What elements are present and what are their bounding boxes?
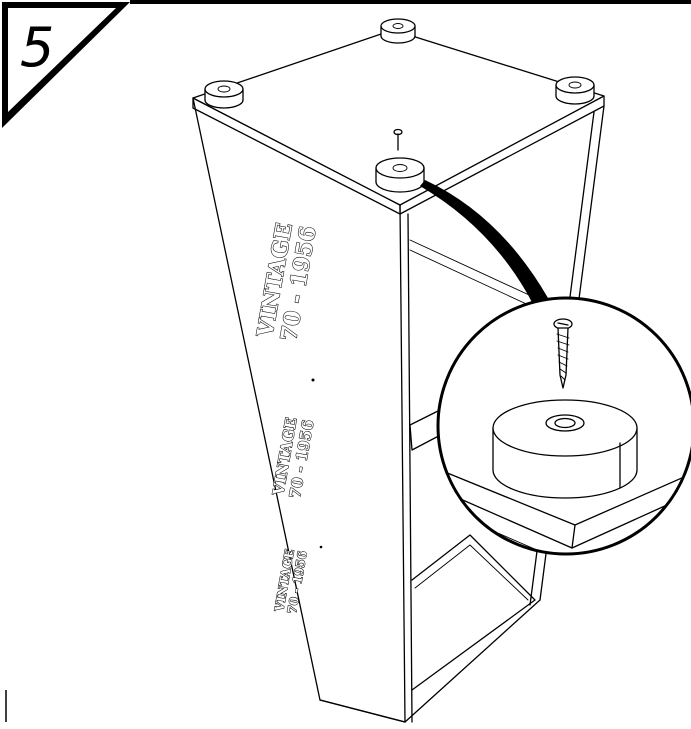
callout-leader xyxy=(420,180,548,306)
screw-icon xyxy=(393,128,403,151)
step-number: 5 xyxy=(20,16,54,79)
magnifier-detail-icon xyxy=(436,296,691,556)
step-badge: 5 xyxy=(2,0,691,128)
foot-pad-icon xyxy=(204,18,595,193)
cabinet xyxy=(192,29,605,723)
